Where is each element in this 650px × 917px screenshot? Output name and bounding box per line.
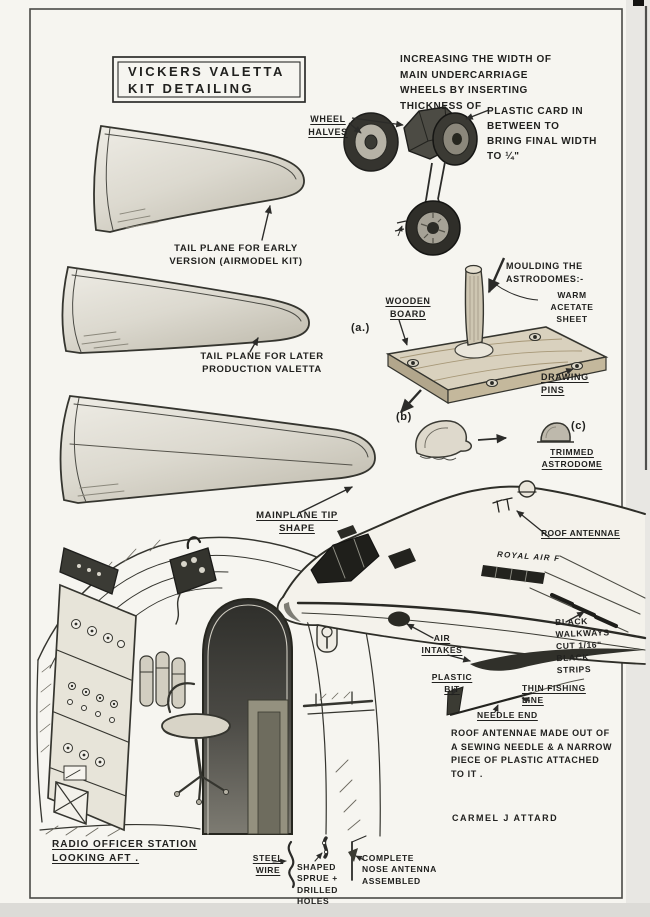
shaped-sprue-label: SHAPED SPRUE + DRILLED HOLES <box>297 862 339 907</box>
title-box-frame <box>112 56 306 103</box>
tailplane-early-label: TAIL PLANE FOR EARLY VERSION (AIRMODEL K… <box>169 243 303 268</box>
author-signature: CARMEL J ATTARD <box>452 813 559 823</box>
drawing-pins-label: DRAWING PINS <box>541 372 589 395</box>
page-title-line1: VICKERS VALETTA <box>128 64 285 79</box>
page-border <box>29 8 623 899</box>
radio-officer-station-label: RADIO OFFICER STATION LOOKING AFT . <box>52 839 198 864</box>
bottom-sketches <box>272 835 367 889</box>
figure-b-mark: (b) <box>396 411 412 423</box>
moulding-astrodomes-label: MOULDING THE ASTRODOMES:- <box>506 261 584 284</box>
figure-a-mark: (a.) <box>351 322 370 334</box>
page-title-line2: KIT DETAILING <box>128 81 255 96</box>
warm-acetate-label: WARM ACETATE SHEET <box>550 290 594 324</box>
radio-officer-station-drawing <box>36 536 381 837</box>
wheel-halves-label: WHEEL HALVES <box>308 114 348 137</box>
trimmed-astrodome-drawing <box>537 422 574 443</box>
astrodome-moulding-drawing <box>385 257 609 414</box>
thin-fishing-line-label: THIN FISHING LINE <box>522 683 586 705</box>
tailplane-early-drawing <box>93 124 305 241</box>
black-walkways-label: BLACK WALKWAYS CUT 1/16" BLACK STRIPS <box>554 615 610 675</box>
drawing-pins-drawing <box>406 332 584 388</box>
mainplane-drawing <box>59 395 376 513</box>
figure-c-mark: (c) <box>571 420 587 432</box>
astrodome-blank-drawing <box>415 420 508 461</box>
mainplane-tip-label: MAINPLANE TIP SHAPE <box>256 510 338 535</box>
needle-end-label: NEEDLE END <box>477 710 538 720</box>
tailplane-later-label: TAIL PLANE FOR LATER PRODUCTION VALETTA <box>200 351 324 376</box>
trimmed-astrodome-label: TRIMMED ASTRODOME <box>541 447 603 469</box>
aircraft-nose-drawing <box>276 480 647 671</box>
wooden-board-label: WOODEN BOARD <box>385 296 431 319</box>
steel-wire-label: STEEL WIRE <box>252 853 284 875</box>
roof-antennae-label: ROOF ANTENNAE <box>541 528 621 538</box>
undercarriage-note-part2: PLASTIC CARD IN BETWEEN TO BRING FINAL W… <box>487 106 598 162</box>
wheel-halves-drawing <box>343 106 490 256</box>
tailplane-later-drawing <box>61 265 310 354</box>
complete-nose-antenna-label: COMPLETE NOSE ANTENNA ASSEMBLED <box>362 853 437 886</box>
roof-antennae-note: ROOF ANTENNAE MADE OUT OF A SEWING NEEDL… <box>451 728 613 779</box>
plastic-bit-label: PLASTIC BIT <box>431 672 473 694</box>
undercarriage-note-part1: INCREASING THE WIDTH OF MAIN UNDERCARRIA… <box>400 54 552 112</box>
needle-antenna-drawing <box>446 678 585 717</box>
air-intakes-label: AIR INTAKES <box>421 633 463 655</box>
